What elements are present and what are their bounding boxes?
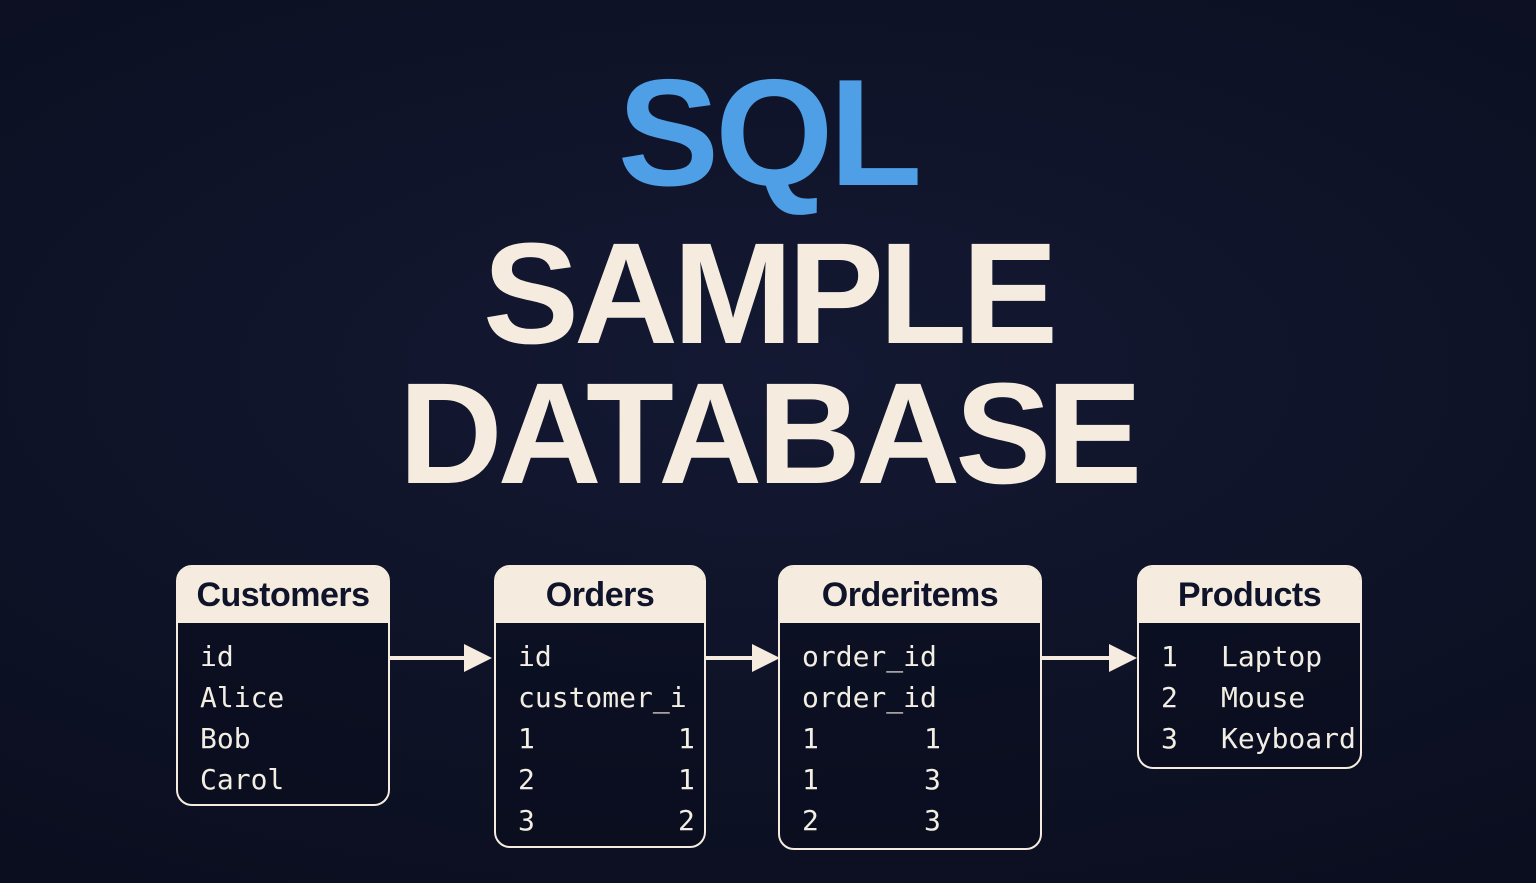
table-cell: Mouse [1221,681,1306,714]
table-cell: customer_i [518,681,687,714]
table-row: 3 Keyboard [1161,718,1360,759]
arrow-head-icon [752,644,780,672]
table-cell: 2 [1161,681,1178,714]
table-row: Alice [200,677,388,718]
table-cell: 1 [518,722,535,755]
table-cell: 3 [518,804,535,837]
arrow-orderitems-to-products [1041,644,1137,672]
arrow-customers-to-orders [390,644,492,672]
table-row: 2 Mouse [1161,677,1360,718]
table-row: id [200,636,388,677]
table-cell: 2 [802,804,819,837]
table-orderitems-header: Orderitems [780,567,1040,623]
table-row: id [518,636,704,677]
table-cell: 2 [678,804,695,837]
table-cell: 1 [924,722,941,755]
table-cell: Keyboard [1221,722,1356,755]
table-orders-header: Orders [496,567,704,623]
table-products-header: Products [1139,567,1360,623]
table-row: order_id [802,636,1040,677]
table-row: customer_i [518,677,704,718]
table-cell: id [518,640,552,673]
table-cell: Laptop [1221,640,1323,673]
table-cell: Alice [200,681,285,714]
arrow-line [390,656,468,660]
table-row: Carol [200,759,388,800]
table-cell: order_id [802,640,937,673]
table-cell: 1 [678,763,695,796]
table-row: Bob [200,718,388,759]
arrow-head-icon [464,644,492,672]
table-cell: 2 [518,763,535,796]
table-row: order_id [802,677,1040,718]
arrow-orders-to-orderitems [706,644,780,672]
table-products-body: 1 Laptop 2 Mouse 3 Keyboard [1139,623,1360,759]
table-cell: 1 [802,763,819,796]
table-cell: 1 [678,722,695,755]
table-customers-header: Customers [178,567,388,623]
table-cell: 3 [924,763,941,796]
table-cell: order_id [802,681,937,714]
table-row: 1 Laptop [1161,636,1360,677]
title-database: DATABASE [398,353,1143,514]
table-cell: 1 [802,722,819,755]
table-cell: id [200,640,234,673]
title-block: SQL SAMPLE DATABASE [0,48,1536,514]
table-products: Products 1 Laptop 2 Mouse 3 Keyboard [1137,565,1362,769]
arrow-head-icon [1109,644,1137,672]
table-cell: Carol [200,763,285,796]
arrow-line [706,656,756,660]
table-cell: 3 [924,804,941,837]
table-cell: 3 [1161,722,1178,755]
table-cell: Bob [200,722,251,755]
arrow-line [1041,656,1113,660]
table-cell: 1 [1161,640,1178,673]
title-sample: SAMPLE [482,213,1058,374]
title-sql: SQL [617,48,922,218]
